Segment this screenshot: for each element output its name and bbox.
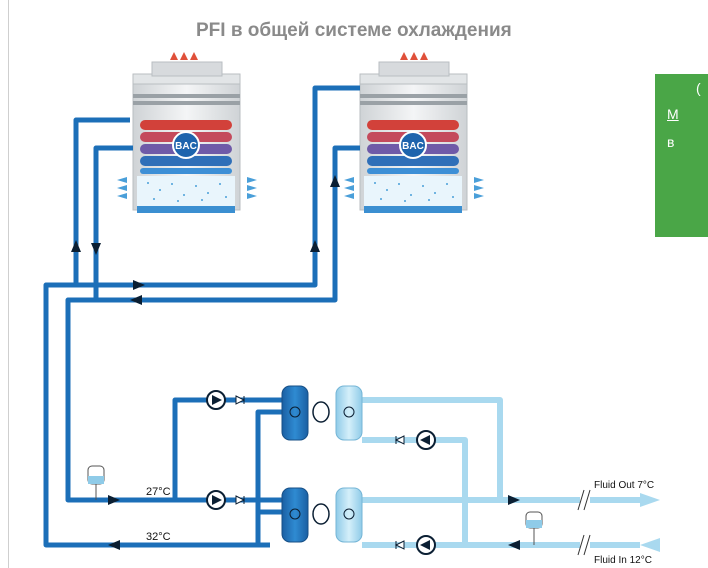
heat-exchanger-dark-2: [281, 487, 309, 543]
bac-logo-icon: [172, 131, 200, 159]
air-inlet-arrows: [344, 177, 484, 199]
diagram-title: PFI в общей системе охлаждения: [196, 20, 512, 41]
fluid-loop-piping: [362, 397, 640, 548]
side-panel-line-3: в: [667, 134, 675, 150]
bac-logo-text: BAC: [402, 141, 424, 152]
cooling-tower-2: BAC: [344, 52, 484, 213]
heat-exchanger-light-1: [335, 385, 363, 441]
plate-symbols: [312, 401, 330, 525]
exhaust-arrows: [400, 52, 428, 60]
fluid-in-label: Fluid In 12°C: [594, 555, 652, 566]
heat-exchanger-light-2: [335, 487, 363, 543]
frame-border: [8, 0, 9, 568]
pump-icon: [206, 390, 436, 555]
temp-return-label: 32°C: [146, 531, 171, 543]
bac-logo-icon: [399, 131, 427, 159]
bac-logo-text: BAC: [175, 141, 197, 152]
valve-icon: [235, 395, 405, 550]
air-inlet-arrows: [117, 177, 257, 199]
temp-supply-label: 27°C: [146, 486, 171, 498]
spray-drops: [147, 182, 227, 202]
fluid-in-arrow: [640, 538, 660, 552]
flow-arrows: [71, 175, 520, 550]
spray-drops: [374, 182, 454, 202]
pipe-break-marks: [577, 489, 591, 556]
fluid-out-label: Fluid Out 7°C: [594, 480, 654, 491]
heat-exchanger-dark-1: [281, 385, 309, 441]
expansion-tank-icon: [87, 465, 543, 545]
side-info-panel[interactable]: ( М в: [655, 74, 708, 237]
cooling-tower-1: BAC: [117, 52, 257, 213]
process-loop-piping: [43, 85, 360, 548]
exhaust-arrows: [170, 52, 198, 60]
side-panel-line-1: (: [696, 80, 701, 96]
fluid-out-arrow: [640, 493, 660, 507]
coil-bundle: [367, 120, 459, 174]
side-panel-link[interactable]: М: [667, 106, 679, 122]
